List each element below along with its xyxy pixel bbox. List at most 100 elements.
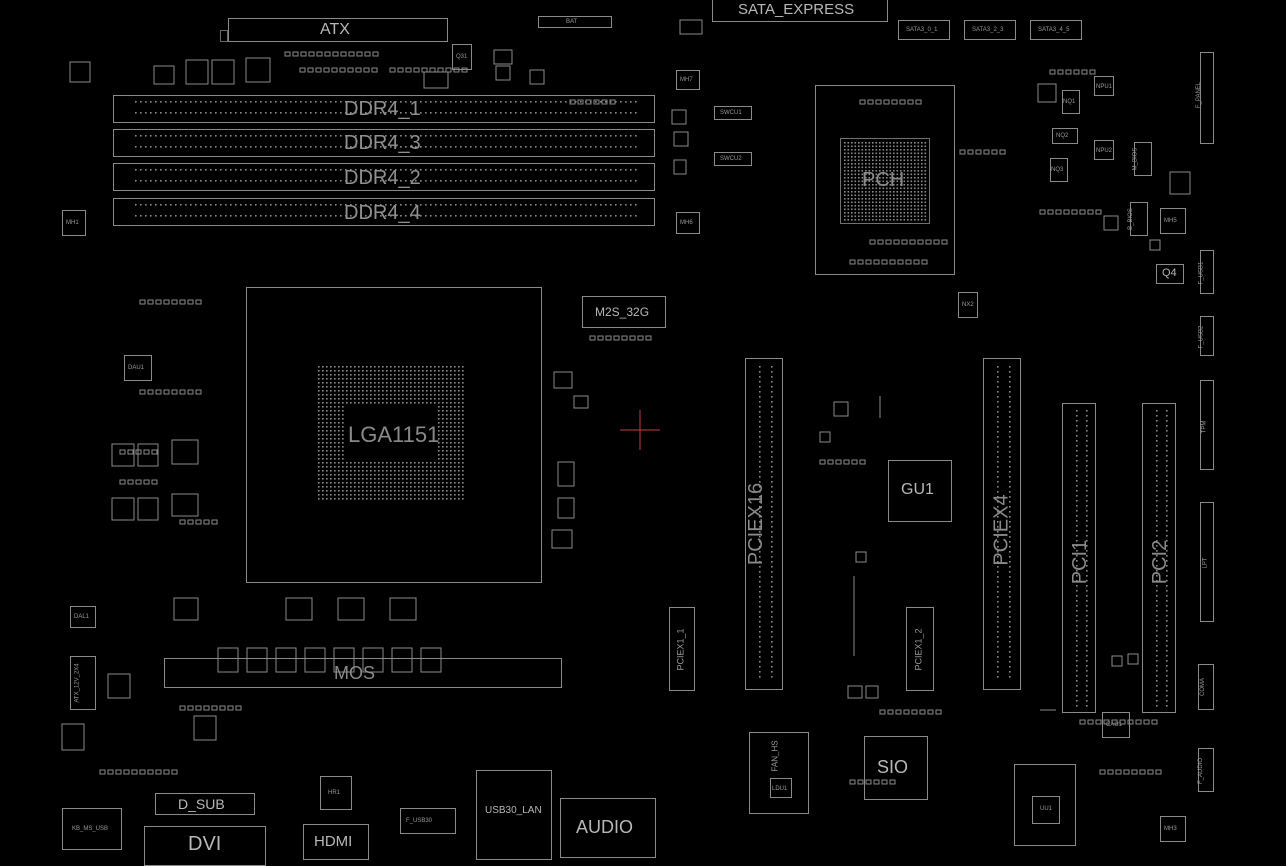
smd-resistor [119, 479, 126, 485]
sio-chip[interactable] [864, 736, 928, 800]
mh6-hole[interactable] [676, 212, 700, 234]
nq3-chip[interactable] [1050, 158, 1068, 182]
pciex1-1-slot[interactable] [669, 607, 695, 691]
nq1-chip[interactable] [1062, 90, 1080, 114]
mh3-hole[interactable] [1160, 816, 1186, 842]
ic-package [855, 551, 867, 563]
smd-resistor [135, 479, 142, 485]
smd-resistor [895, 709, 902, 715]
smd-resistor [135, 449, 142, 455]
smd-resistor [163, 389, 170, 395]
ddr4-2-slot[interactable] [113, 163, 655, 191]
smd-resistor [935, 709, 942, 715]
mh7-hole[interactable] [676, 70, 700, 90]
smd-resistor [1095, 719, 1102, 725]
ic-package [553, 371, 573, 389]
smd-resistor [1081, 69, 1088, 75]
ddr4-4-slot[interactable] [113, 198, 655, 226]
uu1-area[interactable] [1014, 764, 1076, 846]
ic-package [137, 443, 159, 467]
pch-outline[interactable] [815, 85, 955, 275]
dvi-label: DVI [188, 833, 222, 855]
mh1-hole[interactable] [62, 210, 86, 236]
ddr4-3-slot[interactable] [113, 129, 655, 157]
ic-package [1103, 215, 1119, 231]
f-usb30-header[interactable] [400, 808, 456, 834]
pci2-slot[interactable] [1142, 403, 1176, 713]
b-bios-chip[interactable] [1130, 202, 1148, 236]
cpu-socket-outline[interactable] [246, 287, 542, 583]
m-bios-chip[interactable] [1134, 142, 1152, 176]
smd-resistor [1079, 719, 1086, 725]
usb30-lan-connector[interactable] [476, 770, 552, 860]
pch-die[interactable] [840, 138, 930, 224]
sata-express-label: SATA_EXPRESS [738, 1, 855, 18]
smd-resistor [1147, 769, 1154, 775]
f-usb2-header[interactable] [1200, 316, 1214, 356]
smd-resistor [827, 459, 834, 465]
hr1-chip[interactable] [320, 776, 352, 810]
nx2-component[interactable] [958, 292, 978, 318]
ic-package [573, 395, 589, 409]
pciex1-2-slot[interactable] [906, 607, 934, 691]
smd-resistor [107, 769, 114, 775]
smd-resistor [819, 459, 826, 465]
smd-resistor [179, 519, 186, 525]
swcu1-chip[interactable] [714, 106, 752, 120]
atx-power-connector[interactable] [228, 18, 448, 42]
m2s-slot[interactable] [582, 296, 666, 328]
sata-2-3-connector[interactable] [964, 20, 1016, 40]
audio-jack[interactable] [560, 798, 656, 858]
dsub-connector[interactable] [155, 793, 255, 815]
f-audio-header[interactable] [1198, 748, 1214, 792]
q4-component[interactable] [1156, 264, 1184, 284]
pciex1-2-label: PCIEX1_2 [913, 628, 924, 671]
pch-label: PCH [862, 169, 905, 191]
gu1-chip[interactable] [888, 460, 952, 522]
kb-ms-usb-connector[interactable] [62, 808, 122, 850]
coma-header[interactable] [1198, 664, 1214, 710]
cau1-chip[interactable] [1102, 712, 1130, 738]
pciex4-slot[interactable] [983, 358, 1021, 690]
cpu-fan-header[interactable] [70, 656, 96, 710]
smd-resistor [315, 67, 322, 73]
f-usb1-header[interactable] [1200, 250, 1214, 294]
hdmi-connector[interactable] [303, 824, 369, 860]
smd-resistor [332, 51, 339, 57]
sata-0-1-connector[interactable] [898, 20, 950, 40]
ddr4-1-slot[interactable] [113, 95, 655, 123]
ldu1-chip[interactable] [770, 778, 792, 798]
hr1-label: HR1 [328, 790, 341, 796]
mh5-hole[interactable] [1160, 208, 1186, 234]
nq2-chip[interactable] [1052, 128, 1078, 144]
swcu2-chip[interactable] [714, 152, 752, 166]
smd-resistor [1131, 769, 1138, 775]
npu1-chip[interactable] [1094, 76, 1114, 96]
gu1-label: GU1 [901, 481, 934, 498]
pci1-slot[interactable] [1062, 403, 1096, 713]
smd-resistor [879, 709, 886, 715]
smd-resistor [975, 149, 982, 155]
bat-header[interactable] [538, 16, 612, 28]
smd-resistor [927, 709, 934, 715]
fan-hs-area[interactable] [749, 732, 809, 814]
smd-resistor [179, 299, 186, 305]
sata-4-5-connector[interactable] [1030, 20, 1082, 40]
f-panel-header[interactable] [1200, 52, 1214, 144]
dau1-chip[interactable] [124, 355, 152, 381]
tpm-header[interactable] [1200, 380, 1214, 470]
smd-resistor [348, 51, 355, 57]
uu1-chip[interactable] [1032, 796, 1060, 824]
npu2-chip[interactable] [1094, 140, 1114, 160]
pciex16-slot[interactable] [745, 358, 783, 690]
smd-resistor [187, 389, 194, 395]
smd-resistor [1073, 69, 1080, 75]
smd-resistor [151, 449, 158, 455]
dal1-chip[interactable] [70, 606, 96, 628]
smd-resistor [355, 67, 362, 73]
sata-express-connector[interactable] [712, 0, 888, 22]
smd-resistor [911, 709, 918, 715]
smd-resistor [211, 705, 218, 711]
lpt-header[interactable] [1200, 502, 1214, 622]
